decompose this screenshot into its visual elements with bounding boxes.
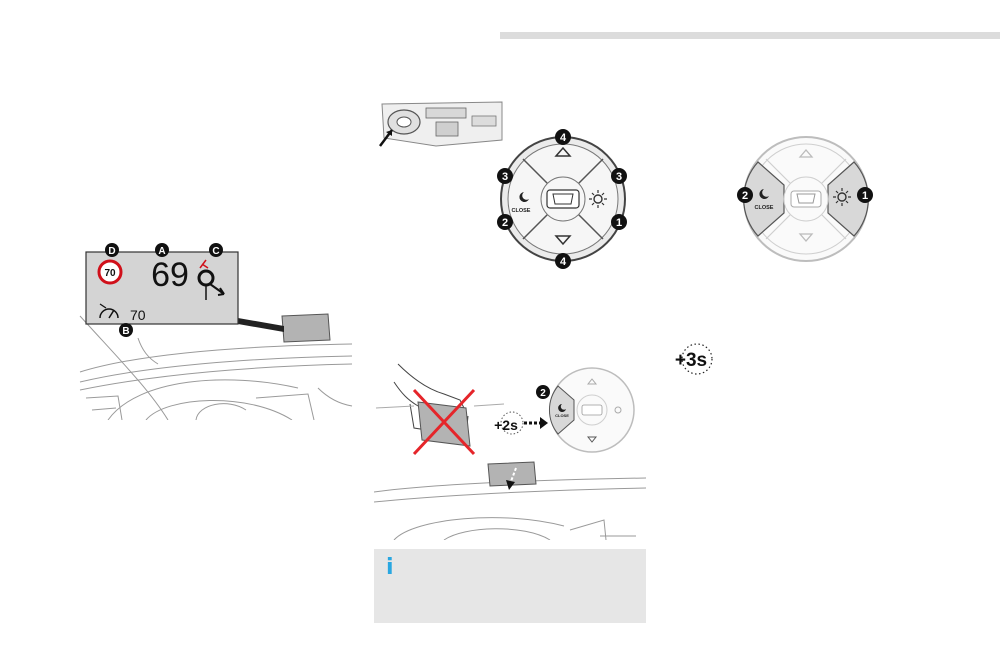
callout-2: 2 [536, 385, 550, 399]
moon-close-icon[interactable]: CLOSE [512, 192, 531, 214]
callout-a: A [155, 243, 169, 257]
dashboard-locator-illustration [379, 101, 503, 147]
long-press-duration: +3s [675, 350, 707, 371]
lower-arrow-icon[interactable] [798, 233, 814, 242]
svg-text:4: 4 [560, 132, 567, 144]
hud-toggle-button[interactable] [546, 189, 580, 209]
svg-text:3: 3 [616, 171, 622, 183]
right-segment-button[interactable] [827, 161, 869, 237]
raise-arrow-icon[interactable] [554, 146, 572, 157]
callout-c: C [209, 243, 223, 257]
svg-text:B: B [122, 326, 129, 337]
hold-duration: +2s [494, 417, 518, 433]
info-note-box [374, 549, 646, 623]
head-up-display-illustration: 70 69 70 D A C B [79, 243, 353, 420]
svg-text:D: D [108, 246, 115, 257]
callout-2: 2 [497, 214, 513, 230]
sun-icon [833, 188, 851, 206]
svg-text:C: C [212, 246, 219, 257]
hud-toggle-button[interactable] [790, 190, 822, 208]
long-press-timer-icon: +3s [675, 343, 713, 375]
svg-text:2: 2 [742, 190, 748, 202]
cruise-speed: 70 [130, 307, 146, 323]
raise-arrow-icon[interactable] [798, 149, 814, 158]
speed-limit-value: 70 [104, 268, 116, 279]
sun-icon[interactable] [589, 190, 607, 208]
svg-text:CLOSE: CLOSE [755, 205, 774, 211]
control-pad-main: CLOSE 4 3 3 2 1 4 [497, 129, 627, 269]
left-segment-button[interactable] [743, 161, 785, 237]
hud-retract-illustration: +2s CLOSE 2 [374, 363, 646, 540]
callout-3-left: 3 [497, 168, 513, 184]
callout-3-right: 3 [611, 168, 627, 184]
prohibited-cross-icon [412, 388, 476, 456]
callout-4-top: 4 [555, 129, 571, 145]
svg-text:CLOSE: CLOSE [512, 208, 531, 214]
info-icon: i [386, 555, 394, 580]
callout-d: D [105, 243, 119, 257]
lower-arrow-icon[interactable] [554, 235, 572, 246]
svg-text:2: 2 [502, 217, 508, 229]
svg-text:1: 1 [862, 190, 868, 202]
navigation-turn-icon [197, 259, 225, 300]
hold-timer-icon [500, 411, 524, 435]
svg-text:3: 3 [502, 171, 508, 183]
callout-2: 2 [737, 187, 753, 203]
current-speed: 69 [151, 256, 189, 294]
svg-text:1: 1 [616, 217, 622, 229]
speed-limit-sign-icon [97, 259, 123, 285]
callout-4-bottom: 4 [555, 253, 571, 269]
callout-1: 1 [857, 187, 873, 203]
section-header-rule [500, 32, 1000, 39]
svg-text:4: 4 [560, 256, 567, 268]
callout-1: 1 [611, 214, 627, 230]
svg-text:2: 2 [540, 388, 546, 399]
moon-close-icon: CLOSE [755, 189, 774, 211]
svg-text:A: A [158, 246, 165, 257]
svg-text:CLOSE: CLOSE [555, 413, 569, 418]
cruise-control-icon [99, 303, 119, 319]
callout-b: B [119, 323, 133, 337]
control-pad-right: CLOSE 2 1 [737, 136, 873, 262]
